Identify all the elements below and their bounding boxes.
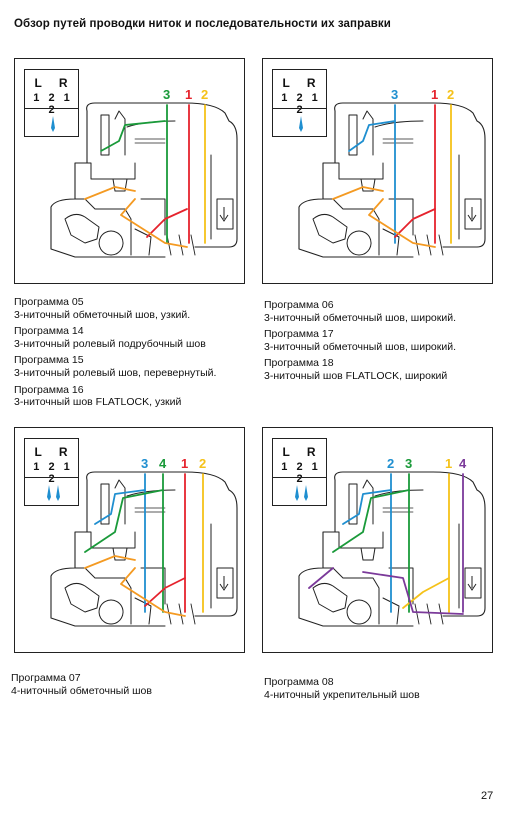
program-title: Программа 18 <box>264 357 334 370</box>
needle-icon <box>47 485 60 501</box>
thread-number-label: 1 <box>431 87 438 102</box>
mode-indicator: L R 1 2 1 2 <box>24 438 79 506</box>
thread-number-label: 3 <box>391 87 398 102</box>
needle-icon <box>299 116 303 132</box>
program-description: 4-ниточный укрепительный шов <box>264 688 420 701</box>
program-title: Программа 08 <box>264 676 334 688</box>
program-description: 4-ниточный обметочный шов <box>11 684 152 697</box>
thread-number-label: 2 <box>447 87 454 102</box>
needle-icon <box>295 485 308 501</box>
thread-number-label: 1 <box>181 456 188 471</box>
page-number: 27 <box>481 790 494 802</box>
caption-program-08: Программа 08 4-ниточный укрепительный шо… <box>264 676 420 701</box>
caption-programs-05-16: Программа 05 3-ниточный обметочный шов, … <box>14 296 216 409</box>
mode-indicator: L R 1 2 1 2 <box>272 69 327 137</box>
program-description: 3-ниточный обметочный шов, широкий. <box>264 340 457 353</box>
program-description: 3-ниточный шов FLATLOCK, широкий <box>264 369 448 382</box>
program-title: Программа 14 <box>14 325 84 338</box>
mode-numbers: 1 2 1 2 <box>281 92 321 116</box>
program-title: Программа 17 <box>264 328 334 341</box>
thread-number-label: 2 <box>199 456 206 471</box>
program-title: Программа 06 <box>264 299 334 311</box>
mode-letters: L R <box>34 76 75 90</box>
thread-number-label: 3 <box>163 87 170 102</box>
page-title: Обзор путей проводки ниток и последовате… <box>14 18 391 30</box>
program-description: 3-ниточный ролевый шов, перевернутый. <box>14 366 217 379</box>
thread-number-label: 3 <box>405 456 412 471</box>
program-description: 3-ниточный ролевый подрубочный шов <box>14 337 206 350</box>
thread-number-label: 3 <box>141 456 148 471</box>
caption-program-07: Программа 07 4-ниточный обметочный шов <box>11 672 152 697</box>
mode-letters: L R <box>34 445 75 459</box>
thread-number-label: 2 <box>201 87 208 102</box>
program-description: 3-ниточный обметочный шов, узкий. <box>14 308 191 321</box>
mode-letters: L R <box>282 76 323 90</box>
program-description: 3-ниточный обметочный шов, широкий. <box>264 311 457 324</box>
thread-number-label: 4 <box>459 456 467 471</box>
thread-number-label: 2 <box>387 456 394 471</box>
program-title: Программа 07 <box>11 672 81 684</box>
mode-letters: L R <box>282 445 323 459</box>
thread-number-label: 4 <box>159 456 167 471</box>
program-title: Программа 16 <box>14 383 84 396</box>
caption-programs-06-18: Программа 06 3-ниточный обметочный шов, … <box>264 299 456 383</box>
mode-numbers: 1 2 1 2 <box>281 461 321 485</box>
needle-icon <box>51 116 55 132</box>
mode-indicator: L R 1 2 1 2 <box>24 69 79 137</box>
mode-indicator: L R 1 2 1 2 <box>272 438 327 506</box>
thread-number-label: 1 <box>445 456 452 471</box>
program-title: Программа 15 <box>14 354 84 367</box>
program-title: Программа 05 <box>14 296 84 308</box>
program-description: 3-ниточный шов FLATLOCK, узкий <box>14 396 182 409</box>
thread-number-label: 1 <box>185 87 192 102</box>
mode-numbers: 1 2 1 2 <box>33 92 73 116</box>
mode-numbers: 1 2 1 2 <box>33 461 73 485</box>
